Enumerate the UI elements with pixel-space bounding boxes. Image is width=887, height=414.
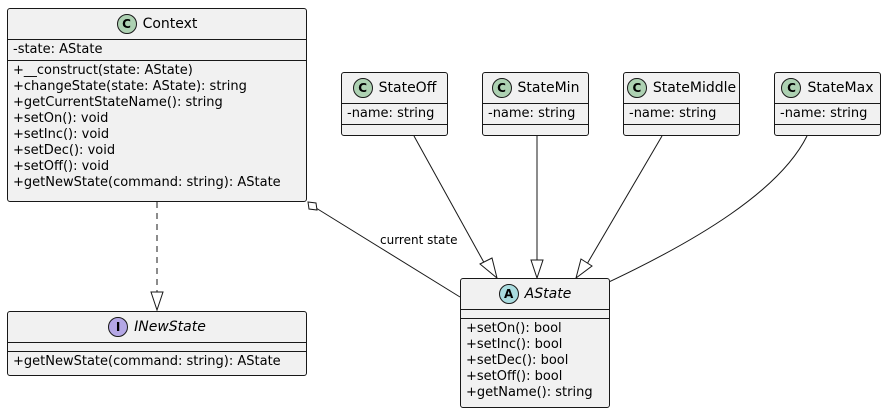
methods-section (624, 125, 739, 133)
method: +changeState(state: AState): string (13, 79, 247, 94)
class-name: StateMin (517, 80, 580, 96)
method: +getNewState(command: string): AState (13, 354, 281, 369)
method: +setInc(): void (13, 127, 110, 142)
class-statemiddle[interactable]: C StateMiddle -name: string (623, 72, 740, 136)
realization-arrowhead (150, 291, 164, 312)
interface-inewstate[interactable]: I INewState +getNewState(command: string… (7, 311, 307, 376)
methods-section: +setOn(): bool +setInc(): bool +setDec()… (461, 319, 609, 403)
class-badge-icon: C (491, 78, 512, 98)
attribute: -state: AState (13, 42, 103, 57)
method: +getNewState(command: string): AState (13, 175, 281, 190)
method: +setInc(): bool (466, 337, 563, 352)
methods-section: +__construct(state: AState) +changeState… (8, 61, 306, 193)
attributes-section (461, 310, 609, 319)
method: +setDec(): void (13, 143, 116, 158)
methods-section (775, 125, 880, 133)
inheritance-line-stateoff (413, 135, 488, 269)
class-name: AState (524, 286, 572, 302)
class-statemax[interactable]: C StateMax -name: string (774, 72, 881, 136)
inheritance-line-statemax (595, 135, 808, 289)
class-header: C StateOff (342, 73, 447, 104)
class-badge-icon: C (626, 78, 647, 98)
class-name: StateMax (807, 80, 874, 96)
methods-section (483, 125, 588, 133)
class-statemin[interactable]: C StateMin -name: string (482, 72, 589, 136)
attributes-section (8, 343, 306, 352)
method: +getCurrentStateName(): string (13, 95, 223, 110)
class-header: A AState (461, 279, 609, 310)
method: +setOff(): bool (466, 369, 563, 384)
attribute: -name: string (629, 106, 717, 121)
methods-section (342, 125, 447, 133)
abstract-class-astate[interactable]: A AState +setOn(): bool +setInc(): bool … (460, 278, 610, 408)
inheritance-arrowhead-statemin (530, 259, 544, 280)
attribute: -name: string (488, 106, 576, 121)
inheritance-arrowhead-statemiddle (575, 258, 593, 280)
methods-section: +getNewState(command: string): AState (8, 352, 306, 372)
class-header: I INewState (8, 312, 306, 343)
method: +setOn(): void (13, 111, 109, 126)
class-header: C Context (8, 9, 306, 40)
class-badge-icon: C (116, 14, 137, 34)
class-badge-icon: C (352, 78, 373, 98)
method: +__construct(state: AState) (13, 63, 193, 78)
class-context[interactable]: C Context -state: AState +__construct(st… (7, 8, 307, 202)
class-name: StateOff (378, 80, 437, 96)
method: +setDec(): bool (466, 353, 569, 368)
inheritance-line-statemiddle (586, 135, 663, 265)
relation-label-current-state: current state (380, 233, 458, 247)
class-name: StateMiddle (652, 80, 737, 96)
method: +getName(): string (466, 385, 593, 400)
attributes-section: -name: string (342, 104, 447, 125)
aggregation-line-context-astate (315, 207, 461, 298)
attribute: -name: string (780, 106, 868, 121)
class-header: C StateMiddle (624, 73, 739, 104)
aggregation-diamond (307, 201, 318, 211)
class-name: INewState (134, 319, 206, 335)
attributes-section: -name: string (624, 104, 739, 125)
class-badge-icon: C (781, 78, 802, 98)
method: +setOff(): void (13, 159, 110, 174)
abstract-badge-icon: A (498, 284, 519, 304)
class-name: Context (142, 16, 198, 32)
attribute: -name: string (347, 106, 435, 121)
attributes-section: -state: AState (8, 40, 306, 61)
method: +setOn(): bool (466, 321, 562, 336)
inheritance-arrowhead-stateoff (479, 257, 498, 280)
interface-badge-icon: I (108, 317, 129, 337)
class-header: C StateMax (775, 73, 880, 104)
class-stateoff[interactable]: C StateOff -name: string (341, 72, 448, 136)
class-header: C StateMin (483, 73, 588, 104)
attributes-section: -name: string (483, 104, 588, 125)
attributes-section: -name: string (775, 104, 880, 125)
